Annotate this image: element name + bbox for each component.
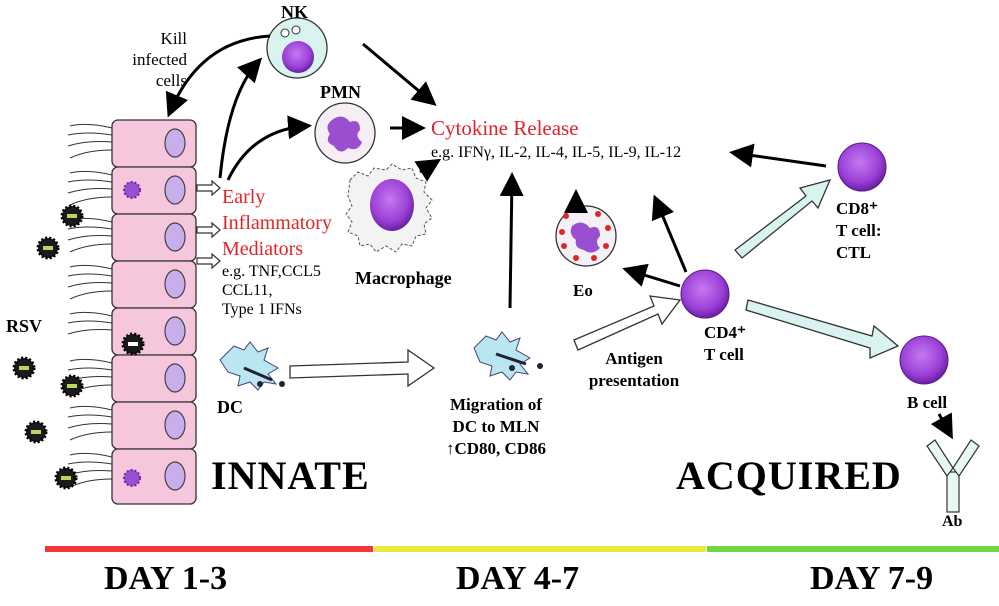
dc-label: DC <box>217 397 243 417</box>
mediator-examples-label: e.g. TNF,CCL5 CCL11, Type 1 IFNs <box>222 263 321 318</box>
black-arrows <box>165 34 953 440</box>
antigen-presentation-label: Antigen presentation <box>588 349 680 390</box>
day1-bar <box>45 546 373 552</box>
day-1-3-label: DAY 1-3 <box>104 560 228 597</box>
early-inflammatory-mediators-label: Early Inflammatory Mediators <box>222 186 332 260</box>
rsv-virus-icons <box>12 204 145 490</box>
cd4-t-cell-icon <box>680 269 730 319</box>
day2-bar <box>374 546 706 552</box>
day3-bar <box>707 546 999 552</box>
nk-cell-icon <box>266 17 328 79</box>
cd8-t-cell-label: CD8⁺ T cell: CTL <box>836 199 882 262</box>
b-cell-icon <box>899 335 949 385</box>
virus-inclusion-icon <box>123 181 141 487</box>
ab-label: Ab <box>942 513 963 530</box>
epithelial-layer <box>67 119 197 505</box>
day-7-9-label: DAY 7-9 <box>810 560 934 597</box>
cilia <box>67 123 113 488</box>
mediator-release-arrows <box>196 179 221 270</box>
macrophage-icon <box>345 163 433 253</box>
cd8-t-cell-icon <box>837 142 887 192</box>
cytokine-release-label: Cytokine Release <box>431 116 579 140</box>
macrophage-label: Macrophage <box>355 268 452 288</box>
kill-infected-cells-label: Kill infected cells <box>132 29 187 90</box>
migration-label: Migration of DC to MLN ↑CD80, CD86 <box>445 395 547 458</box>
day-4-7-label: DAY 4-7 <box>456 560 580 597</box>
pmn-label: PMN <box>320 82 361 102</box>
acquired-label: ACQUIRED <box>676 453 902 498</box>
cytokine-list-label: e.g. IFNγ, IL-2, IL-4, IL-5, IL-9, IL-12 <box>431 144 682 161</box>
migrated-dc-icon <box>473 331 543 381</box>
big-arrows <box>289 179 900 388</box>
nk-label: NK <box>281 2 308 22</box>
pmn-cell-icon <box>314 102 376 164</box>
innate-label: INNATE <box>211 453 370 498</box>
rsv-label: RSV <box>6 316 43 336</box>
antibody-icon <box>926 439 980 513</box>
eo-label: Eo <box>573 281 593 300</box>
dendritic-cell-icon <box>219 341 285 391</box>
eosinophil-icon <box>555 205 617 267</box>
cd4-t-cell-label: CD4⁺ T cell <box>704 323 747 364</box>
b-cell-label: B cell <box>907 393 948 412</box>
